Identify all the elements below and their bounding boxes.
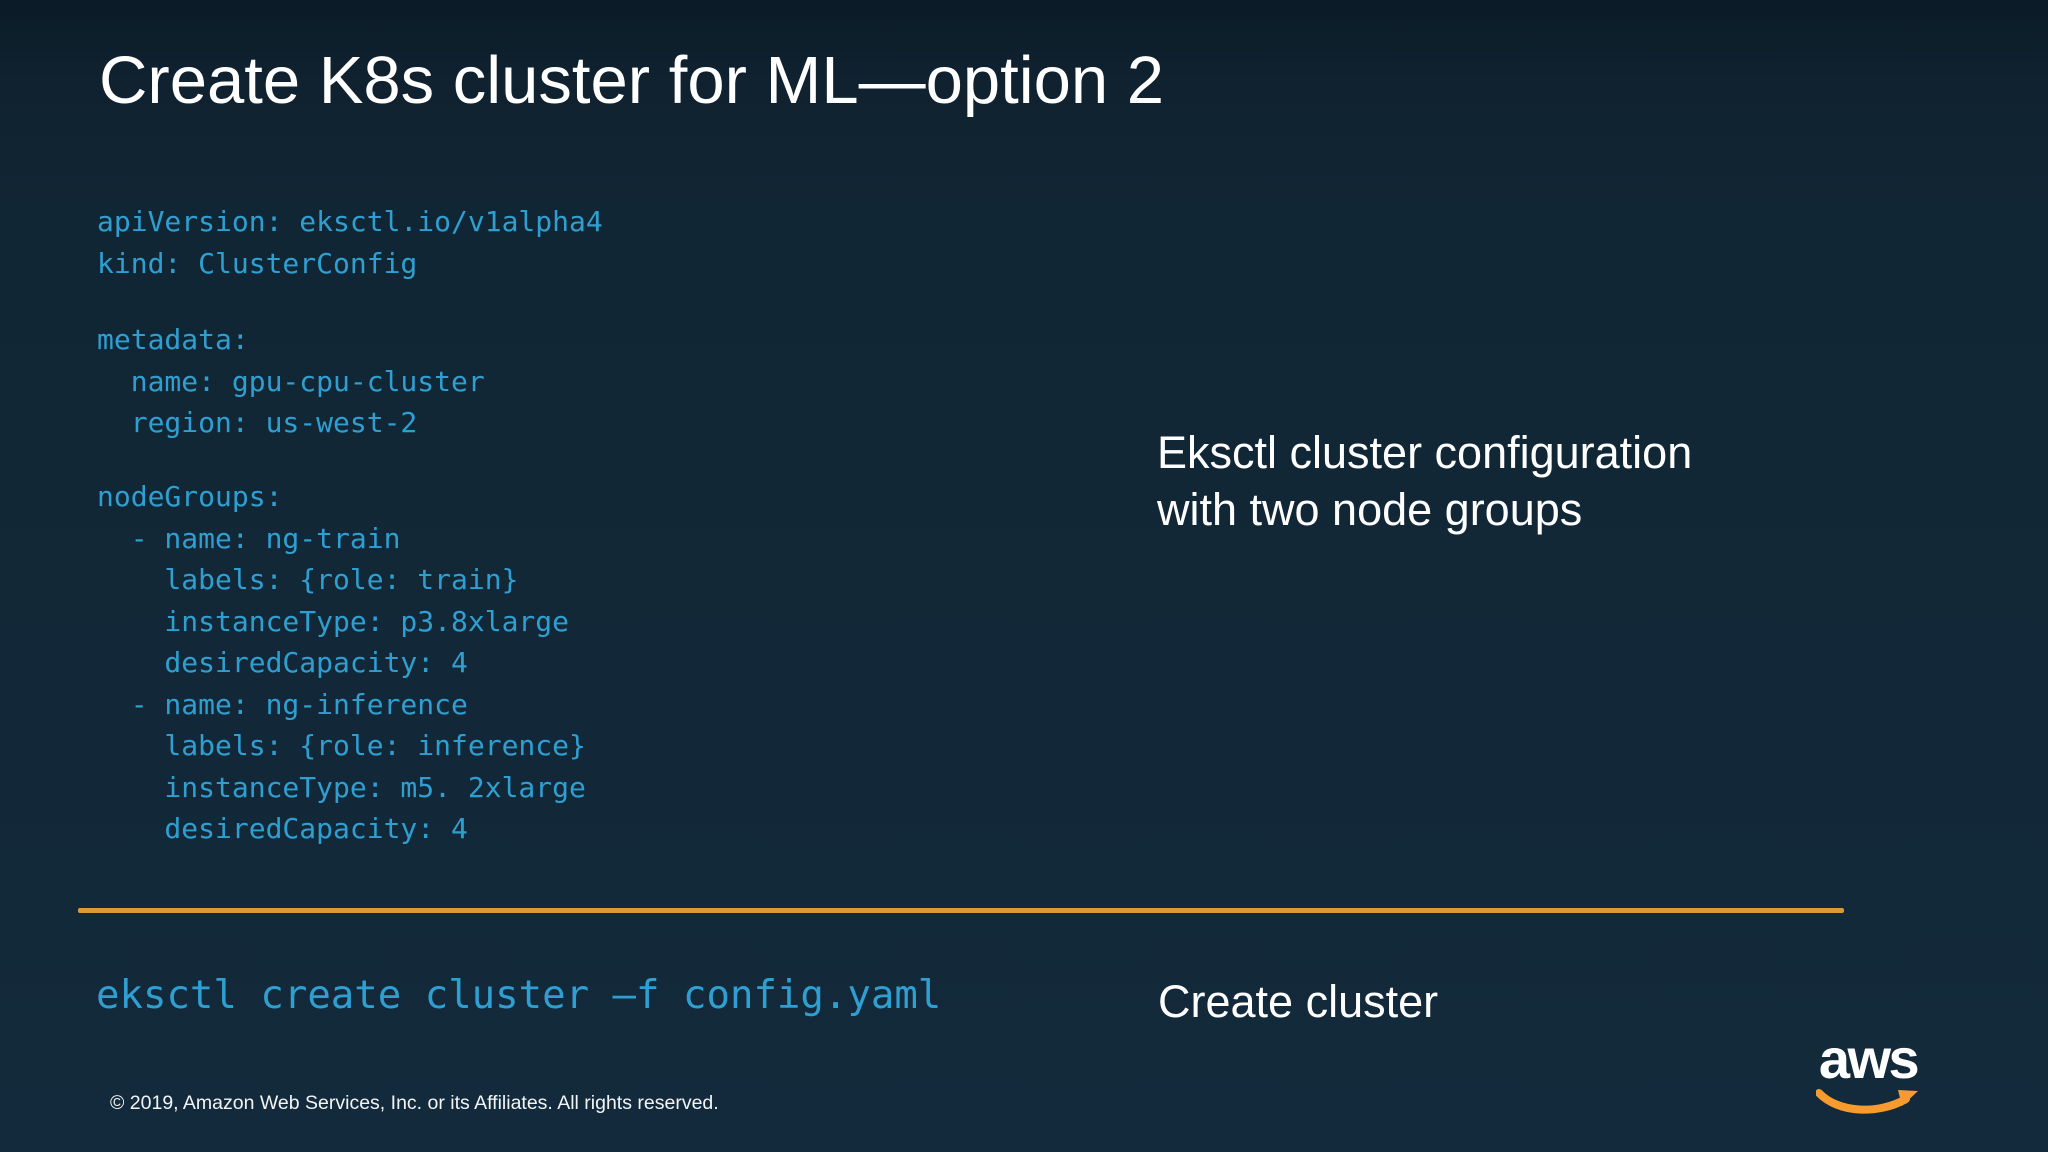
yaml-code-apiversion-block: apiVersion: eksctl.io/v1alpha4 kind: Clu… [97, 205, 603, 280]
slide-title: Create K8s cluster for ML—option 2 [99, 43, 1165, 118]
aws-logo: aws [1813, 1030, 1923, 1118]
yaml-code-nodegroups-block: nodeGroups: - name: ng-train labels: {ro… [97, 480, 586, 845]
aws-smile-icon [1816, 1089, 1918, 1114]
copyright-footer: © 2019, Amazon Web Services, Inc. or its… [110, 1092, 719, 1114]
caption-cluster-configuration: Eksctl cluster configuration with two no… [1157, 427, 1693, 535]
caption-create-cluster: Create cluster [1158, 976, 1439, 1027]
yaml-code-metadata-block: metadata: name: gpu-cpu-cluster region: … [97, 323, 485, 439]
aws-logo-text: aws [1818, 1027, 1920, 1090]
cli-command-text: eksctl create cluster –f config.yaml [96, 973, 942, 1018]
divider-line [78, 908, 1844, 913]
top-letterbox-strip [0, 0, 2048, 20]
